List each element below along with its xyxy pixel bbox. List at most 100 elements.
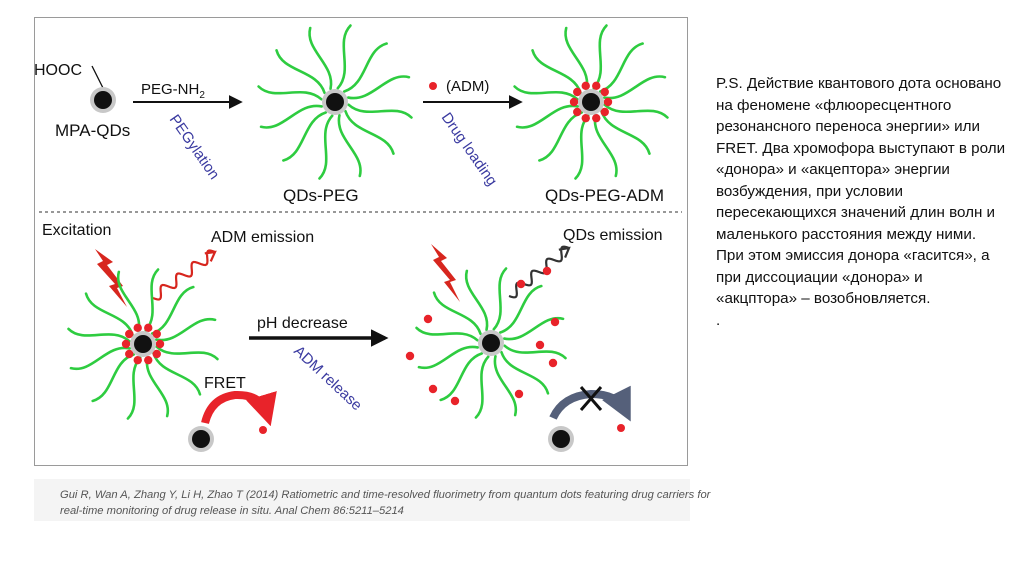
loaded-adm-dot xyxy=(152,329,161,339)
peg-chain xyxy=(503,344,567,360)
qds-peg-adm-label: QDs-PEG-ADM xyxy=(545,186,664,205)
released-adm-dot xyxy=(548,358,558,368)
loaded-adm-dot xyxy=(569,97,579,107)
peg-chain xyxy=(498,284,543,334)
released-adm-dot xyxy=(550,317,560,327)
released-adm-dots xyxy=(405,266,560,406)
peg-chain xyxy=(502,316,565,341)
loaded-adm-dot xyxy=(603,97,613,107)
peg-chain xyxy=(439,352,484,402)
loaded-adm-dot xyxy=(121,339,131,349)
loaded-adm-dot xyxy=(155,339,165,349)
peg-nh2-label: PEG-NH2 xyxy=(141,81,205,101)
hooc-label: HOOC xyxy=(35,62,82,79)
peg-chain xyxy=(492,267,508,331)
loaded-adm-dot xyxy=(133,323,142,333)
adm-release-label: ADM release xyxy=(290,342,365,414)
peg-chain xyxy=(574,114,590,180)
peg-chain xyxy=(150,285,195,335)
drug-loading-label: Drug loading xyxy=(438,110,501,189)
peg-chain xyxy=(500,350,550,395)
excitation-lightning-icon-2 xyxy=(431,244,460,302)
loaded-adm-dot xyxy=(581,81,590,91)
peg-chain xyxy=(152,351,202,396)
peg-chain xyxy=(318,114,334,180)
qd-core xyxy=(582,93,600,111)
peg-chain xyxy=(474,355,490,419)
free-acceptor-dot xyxy=(617,424,625,432)
released-adm-dot xyxy=(542,266,552,276)
qds-peg-particle xyxy=(257,24,413,180)
fret-label: FRET xyxy=(204,375,246,392)
released-adm-dot xyxy=(516,279,526,289)
qds-emission-wave xyxy=(508,245,571,299)
excitation-label: Excitation xyxy=(42,222,111,239)
peg-chain xyxy=(598,42,644,93)
notes-paragraph: P.S. Действие квантового дота основано н… xyxy=(716,75,1006,307)
peg-chain xyxy=(84,292,134,337)
loaded-adm-dot xyxy=(133,355,142,365)
peg-chain xyxy=(592,24,608,90)
peg-chain xyxy=(67,327,131,343)
loaded-adm-dot xyxy=(125,329,134,339)
qd-core xyxy=(94,91,112,109)
notes-dot: . xyxy=(716,311,721,329)
peg-chain xyxy=(91,353,136,403)
released-adm-dot xyxy=(405,351,415,361)
peg-chain xyxy=(346,75,411,100)
peg-chain xyxy=(126,356,142,420)
qd-core xyxy=(134,335,152,353)
mpa-qds-label: MPA-QDs xyxy=(55,121,130,140)
carboxyl-linker xyxy=(91,65,104,89)
peg-chain xyxy=(538,111,584,162)
released-adm-dot xyxy=(423,314,433,324)
fret-donor-core xyxy=(192,430,210,448)
loaded-adm-dot xyxy=(144,323,153,333)
peg-chain xyxy=(432,291,482,336)
released-adm-dot xyxy=(450,396,460,406)
loaded-adm-dot xyxy=(125,349,134,359)
loaded-adm-dot xyxy=(152,349,161,359)
peg-chain xyxy=(493,354,518,417)
qd-core xyxy=(482,334,500,352)
qds-peg-label: QDs-PEG xyxy=(283,186,359,205)
released-carrier-particle xyxy=(415,267,567,419)
peg-chain xyxy=(337,113,362,178)
figure-panel: HOOC MPA-QDs PEG-NH2 PEGylation QDs-PEG … xyxy=(34,17,688,466)
peg-chain xyxy=(464,269,489,332)
peg-chain xyxy=(257,85,323,101)
peg-chain xyxy=(347,103,413,119)
peg-chain xyxy=(515,104,580,129)
peg-chain xyxy=(69,346,132,371)
peg-chain xyxy=(336,24,352,90)
citation-line-1: Gui R, Wan A, Zhang Y, Li H, Zhao T (201… xyxy=(60,489,711,501)
ph-decrease-label: pH decrease xyxy=(257,315,348,332)
citation-box: Gui R, Wan A, Zhang Y, Li H, Zhao T (201… xyxy=(34,479,710,521)
loaded-adm-dot xyxy=(581,113,590,123)
peg-chain xyxy=(275,49,326,95)
loaded-adm-dot xyxy=(573,107,582,117)
citation-line-2: real-time monitoring of drug release in … xyxy=(60,505,404,517)
peg-chain xyxy=(513,85,579,101)
loaded-adm-dot xyxy=(592,81,601,91)
emitting-donor-core xyxy=(552,430,570,448)
qds-emission-label: QDs emission xyxy=(563,227,663,244)
peg-chain xyxy=(154,317,217,342)
qd-drug-delivery-diagram: HOOC MPA-QDs PEG-NH2 PEGylation QDs-PEG … xyxy=(34,24,682,452)
peg-chain xyxy=(417,345,480,370)
fret-transfer-arrow xyxy=(201,390,277,427)
loaded-adm-dot xyxy=(600,87,609,97)
excitation-lightning-icon xyxy=(95,249,127,307)
adm-molecule-dot xyxy=(429,82,437,90)
notes-text: P.S. Действие квантового дота основано н… xyxy=(716,73,1006,331)
peg-chain xyxy=(344,109,395,155)
peg-chain xyxy=(308,26,333,91)
released-adm-dot xyxy=(428,384,438,394)
peg-chain xyxy=(415,326,479,342)
adm-emission-label: ADM emission xyxy=(211,229,314,246)
peg-chain xyxy=(155,345,219,361)
peg-chain xyxy=(564,26,589,91)
peg-chain xyxy=(259,104,324,129)
peg-chain xyxy=(342,42,388,93)
loaded-adm-dot xyxy=(600,107,609,117)
